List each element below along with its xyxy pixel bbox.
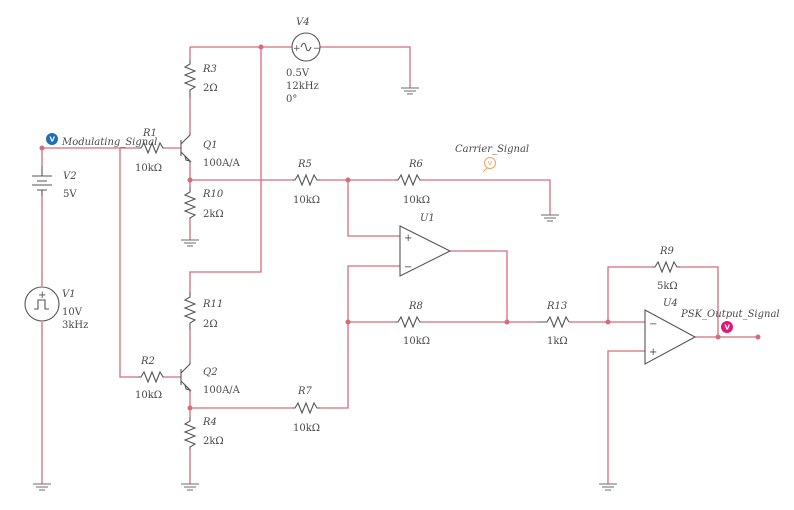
probe-modulating[interactable]: V [46, 133, 58, 145]
opamp-u4[interactable]: − + [644, 309, 697, 365]
ground-icon [541, 214, 559, 222]
r9-ref: R9 [659, 246, 675, 257]
junction-dot [39, 145, 45, 151]
junction-dot [345, 177, 351, 183]
v1-frequency: 3kHz [62, 320, 88, 331]
probe-carrier-icon[interactable] [484, 157, 496, 169]
r5-ref: R5 [297, 159, 312, 170]
junction-dot [345, 319, 351, 325]
probe-carrier-badge: V [488, 160, 493, 168]
opamp-u1[interactable]: + − [399, 225, 452, 277]
resistor-r9[interactable] [652, 260, 680, 274]
u4-minus-pin: − [649, 319, 657, 330]
probe-modulating-icon[interactable] [46, 133, 58, 145]
ground-icon [401, 87, 419, 95]
output-terminal-dot[interactable] [755, 334, 761, 340]
u1-ref: U1 [420, 213, 435, 224]
probe-output-badge: V [725, 324, 731, 332]
resistor-r3[interactable] [183, 60, 197, 98]
ground-icon [181, 239, 199, 247]
resistor-r1[interactable] [138, 141, 164, 155]
resistor-r8[interactable] [395, 315, 421, 329]
junction-dot [504, 319, 510, 325]
r1-value: 10kΩ [135, 163, 162, 174]
r13-ref: R13 [546, 301, 567, 312]
u1-minus-pin: − [404, 262, 412, 273]
r3-value: 2Ω [203, 83, 218, 94]
r10-ref: R10 [202, 189, 224, 200]
r11-value: 2Ω [203, 319, 218, 330]
junctions [39, 44, 761, 411]
resistor-r11[interactable] [183, 292, 197, 330]
v1-voltage: 10V [62, 307, 83, 318]
v4-phase: 0° [286, 94, 297, 105]
v4-voltage: 0.5V [286, 68, 310, 79]
r13-value: 1kΩ [547, 336, 568, 347]
junction-dot [187, 405, 193, 411]
resistor-r2[interactable] [138, 370, 164, 384]
v2-voltage: 5V [63, 189, 77, 200]
probe-output[interactable]: V [721, 321, 733, 333]
r4-ref: R4 [202, 417, 217, 428]
r7-value: 10kΩ [293, 423, 320, 434]
r8-ref: R8 [408, 301, 423, 312]
v1-plus-mark: + [38, 290, 46, 301]
ground-icon [33, 483, 51, 491]
r8-value: 10kΩ [403, 336, 430, 347]
transistor-q2[interactable] [180, 362, 192, 392]
r2-value: 10kΩ [135, 390, 162, 401]
junction-dot [605, 319, 611, 325]
resistor-r5[interactable] [292, 173, 320, 187]
q1-gain: 100A/A [203, 158, 241, 169]
labels: Modulating_Signal Carrier_Signal PSK_Out… [61, 17, 780, 447]
u4-plus-pin: + [649, 347, 657, 358]
v4-minus-mark: − [313, 44, 321, 54]
v4-frequency: 12kHz [286, 81, 319, 92]
modulating-signal-label: Modulating_Signal [61, 137, 157, 148]
u4-ref: U4 [663, 298, 678, 309]
r9-value: 5kΩ [657, 281, 678, 292]
r5-value: 10kΩ [293, 195, 320, 206]
resistor-r4[interactable] [183, 417, 197, 449]
transistor-q1[interactable] [180, 133, 192, 163]
q2-ref: Q2 [203, 367, 218, 378]
r1-ref: R1 [142, 128, 157, 139]
resistor-r6[interactable] [395, 173, 421, 187]
v2-ref: V2 [63, 171, 77, 182]
r11-ref: R11 [202, 299, 223, 310]
r10-value: 2kΩ [203, 209, 224, 220]
ground-icon [599, 483, 617, 491]
clock-source-v1[interactable]: + [24, 286, 60, 322]
psk-output-signal-label: PSK_Output_Signal [680, 309, 780, 320]
wires [41, 46, 758, 484]
carrier-signal-label: Carrier_Signal [455, 144, 529, 155]
junction-dot [258, 44, 264, 50]
probe-carrier[interactable]: V [482, 157, 496, 173]
junction-dot [187, 177, 193, 183]
r3-ref: R3 [202, 64, 217, 75]
ground-icon [181, 483, 199, 491]
r6-ref: R6 [408, 159, 424, 170]
resistor-r7[interactable] [292, 401, 320, 415]
ground-symbols [33, 87, 617, 491]
probe-output-icon[interactable] [721, 321, 733, 333]
resistor-r13[interactable] [537, 315, 570, 329]
ac-source-v4[interactable]: + − [291, 32, 321, 62]
v1-ref: V1 [62, 289, 76, 300]
probe-modulating-badge: V [50, 136, 56, 144]
v4-ref: V4 [296, 17, 310, 28]
u1-plus-pin: + [404, 233, 412, 244]
q2-gain: 100A/A [203, 385, 241, 396]
r4-value: 2kΩ [203, 436, 224, 447]
r2-ref: R2 [140, 356, 155, 367]
junction-dot [715, 334, 721, 340]
r7-ref: R7 [297, 386, 313, 397]
q1-ref: Q1 [203, 140, 218, 151]
dc-source-v2[interactable] [32, 166, 52, 196]
resistor-r10[interactable] [183, 187, 197, 219]
r6-value: 10kΩ [403, 195, 430, 206]
v4-plus-mark: + [293, 44, 301, 54]
resistors [138, 60, 680, 449]
